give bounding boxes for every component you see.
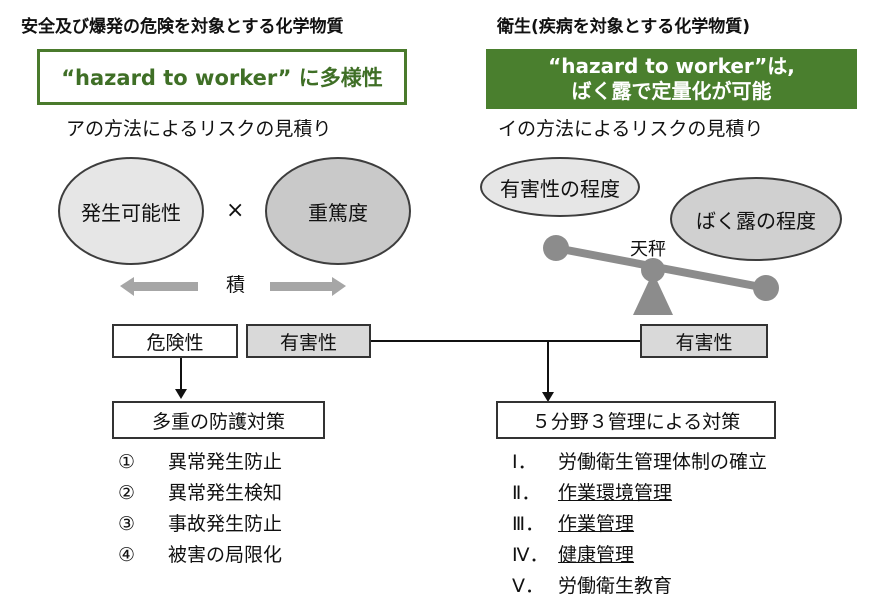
- list-item: ② 異常発生検知: [118, 478, 282, 509]
- left-highlight-text: “hazard to worker” に多様性: [61, 66, 383, 90]
- probability-label: 発生可能性: [81, 200, 181, 225]
- probability-ellipse: 発生可能性: [58, 157, 204, 265]
- left-harm-label: 有害性: [279, 331, 337, 354]
- scale-label: 天秤: [630, 239, 666, 260]
- list-text: 事故発生防止: [168, 513, 283, 535]
- right-highlight-line2: ばく露で定量化が可能: [571, 79, 772, 103]
- right-highlight-box: “hazard to worker”は, ばく露で定量化が可能: [486, 49, 857, 109]
- left-measures-title: 多重の防護対策: [151, 410, 285, 433]
- list-num: Ⅰ．: [512, 451, 537, 473]
- list-text: 労働衛生管理体制の確立: [558, 451, 768, 473]
- right-highlight-line1: “hazard to worker”は,: [548, 54, 795, 78]
- left-measures-list: ① 異常発生防止 ② 異常発生検知 ③ 事故発生防止 ④ 被害の局限化: [118, 447, 282, 571]
- right-method-title: イの方法によるリスクの見積り: [498, 118, 764, 140]
- list-num: Ⅲ．: [512, 513, 545, 535]
- right-harm-label: 有害性: [675, 331, 733, 354]
- right-harm-box: 有害性: [640, 324, 768, 358]
- left-heading: 安全及び爆発の危険を対象とする化学物質: [21, 17, 344, 37]
- left-highlight-box: “hazard to worker” に多様性: [37, 49, 407, 105]
- hazard-degree-label: 有害性の程度: [500, 176, 620, 201]
- balance-scale-icon: [543, 235, 779, 315]
- severity-label: 重篤度: [308, 200, 368, 225]
- list-num: Ⅳ．: [512, 544, 549, 566]
- right-arrow-icon: [270, 277, 346, 296]
- right-measures-title: ５分野３管理による対策: [531, 410, 741, 433]
- danger-box: 危険性: [112, 324, 238, 358]
- list-num: Ⅱ．: [512, 482, 541, 504]
- list-text: 被害の局限化: [168, 544, 283, 566]
- list-text: 作業環境管理: [558, 482, 673, 504]
- list-item: ① 異常発生防止: [118, 447, 282, 478]
- list-num: ④: [118, 544, 136, 566]
- list-item: Ⅳ． 健康管理: [512, 540, 767, 571]
- list-item: Ⅴ． 労働衛生教育: [512, 571, 767, 602]
- list-num: Ⅴ．: [512, 575, 544, 597]
- danger-label: 危険性: [146, 331, 204, 354]
- list-num: ②: [118, 482, 136, 504]
- list-item: ④ 被害の局限化: [118, 540, 282, 571]
- left-harm-box: 有害性: [246, 324, 371, 358]
- list-item: Ⅰ． 労働衛生管理体制の確立: [512, 447, 767, 478]
- list-item: ③ 事故発生防止: [118, 509, 282, 540]
- right-measures-title-box: ５分野３管理による対策: [496, 401, 776, 439]
- list-num: ③: [118, 513, 136, 535]
- product-label: 積: [226, 274, 246, 296]
- list-item: Ⅲ． 作業管理: [512, 509, 767, 540]
- left-arrow-icon: [120, 277, 198, 296]
- list-text: 異常発生防止: [168, 451, 283, 473]
- list-item: Ⅱ． 作業環境管理: [512, 478, 767, 509]
- left-method-title: アの方法によるリスクの見積り: [66, 118, 332, 140]
- list-text: 労働衛生教育: [558, 575, 673, 597]
- multiply-sign: ×: [226, 198, 245, 223]
- hazard-degree-ellipse: 有害性の程度: [480, 157, 640, 217]
- right-measures-list: Ⅰ． 労働衛生管理体制の確立 Ⅱ． 作業環境管理 Ⅲ． 作業管理 Ⅳ． 健康管理 Ⅴ． 労…: [512, 447, 767, 602]
- exposure-degree-label: ばく露の程度: [696, 208, 816, 233]
- left-measures-title-box: 多重の防護対策: [112, 401, 325, 439]
- list-num: ①: [118, 451, 136, 473]
- exposure-degree-ellipse: ばく露の程度: [670, 177, 842, 261]
- product-arrows: [120, 277, 346, 296]
- list-text: 健康管理: [558, 544, 635, 566]
- severity-ellipse: 重篤度: [265, 157, 411, 265]
- right-heading: 衛生(疾病を対象とする化学物質): [497, 17, 751, 37]
- list-text: 作業管理: [558, 513, 635, 535]
- list-text: 異常発生検知: [168, 482, 283, 504]
